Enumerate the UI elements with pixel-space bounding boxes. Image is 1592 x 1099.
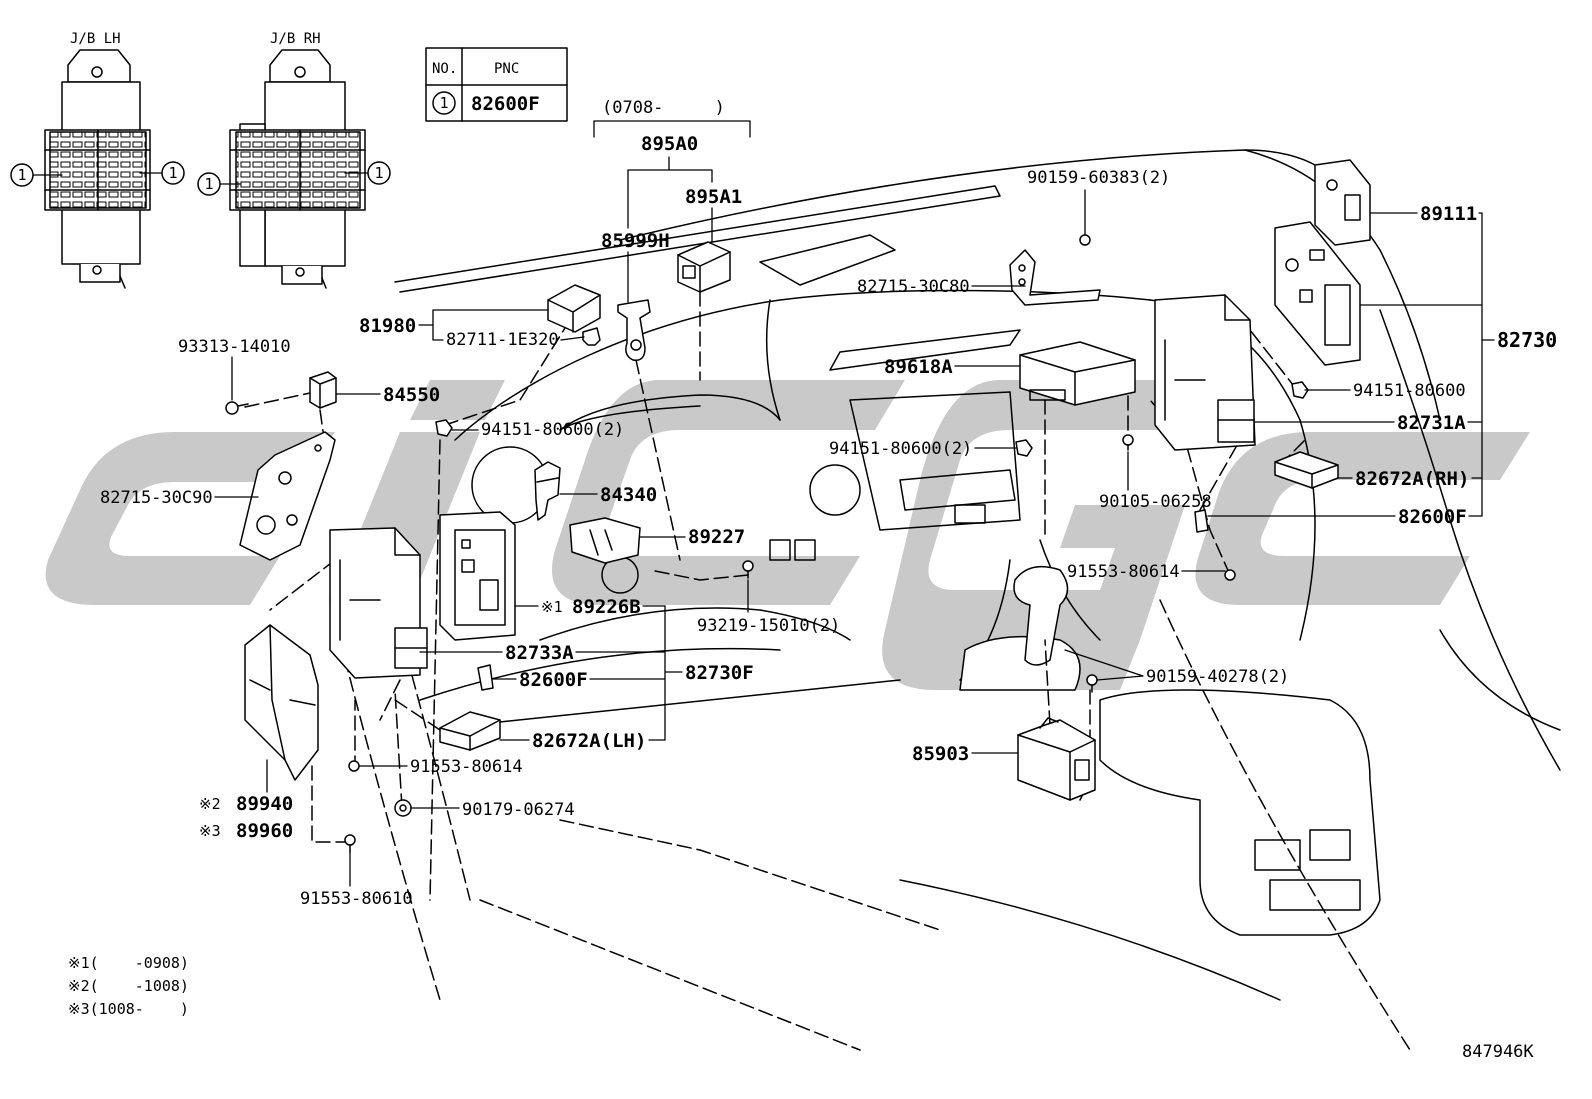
label-90105-06258: 90105-06258 xyxy=(1099,492,1212,512)
label-93219-15010: 93219-15010(2) xyxy=(697,616,840,636)
screw-91553-lh xyxy=(348,760,360,772)
screw-90159-60383 xyxy=(1079,234,1091,246)
footnote: ※1( -0908) xyxy=(68,954,189,972)
junction-box-lh xyxy=(44,49,151,289)
label-82731a: 82731A xyxy=(1397,412,1466,434)
footnote-mark-3: ※3 xyxy=(199,822,221,840)
label-89618a: 89618A xyxy=(884,356,953,378)
table-header-pnc: PNC xyxy=(494,61,519,77)
label-85999h: 85999H xyxy=(601,230,670,252)
part-84550 xyxy=(309,371,337,409)
label-89111: 89111 xyxy=(1420,203,1477,225)
footnote: ※2( -1008) xyxy=(68,977,189,995)
relay-81980 xyxy=(547,284,601,333)
callout-number: 1 xyxy=(17,166,26,184)
callout-circles xyxy=(10,161,391,196)
label-90179-06274: 90179-06274 xyxy=(462,800,575,820)
pnc-table xyxy=(425,47,568,122)
date-range: (0708- ) xyxy=(602,98,725,118)
relay-895a1 xyxy=(677,241,731,293)
ecu-89226b xyxy=(439,511,516,641)
label-82711-1e320: 82711-1E320 xyxy=(446,330,559,350)
label-84550: 84550 xyxy=(383,384,440,406)
label-91553-80614-rh: 91553-80614 xyxy=(1067,562,1180,582)
screw-91553-80610 xyxy=(344,834,356,853)
label-81980: 81980 xyxy=(359,315,416,337)
part-89227 xyxy=(569,517,641,564)
label-895a1: 895A1 xyxy=(685,186,742,208)
nut-94151-lh xyxy=(435,419,453,437)
clip-82600f-rh xyxy=(1194,509,1209,533)
callout-number: 1 xyxy=(168,164,177,182)
label-91553-80614-lh: 91553-80614 xyxy=(410,757,523,777)
label-82730: 82730 xyxy=(1497,328,1557,352)
bracket-82715-30c80 xyxy=(1009,249,1101,306)
label-90159-40278: 90159-40278(2) xyxy=(1146,667,1289,687)
bracket-82715-30c90 xyxy=(239,431,336,561)
label-82600f-lh: 82600F xyxy=(519,669,588,691)
junction-box-rh xyxy=(229,49,366,289)
diagram-labels: J/B LH J/B RH 1 1 1 1 NO. PNC 1 82600F (… xyxy=(17,31,1557,1062)
footnote: ※3(1008- ) xyxy=(68,1000,189,1018)
shift-lever xyxy=(959,565,1081,691)
label-82672a-rh: 82672A(RH) xyxy=(1355,468,1469,490)
label-84340: 84340 xyxy=(600,484,657,506)
table-header-no: NO. xyxy=(432,61,457,77)
table-cell-no: 1 xyxy=(439,94,448,112)
switch-84340 xyxy=(534,461,561,521)
drawing-number: 847946K xyxy=(1462,1042,1534,1062)
center-console xyxy=(1099,689,1381,936)
label-89227: 89227 xyxy=(688,526,745,548)
clip-90179 xyxy=(394,799,412,817)
label-82600f-rh: 82600F xyxy=(1398,506,1467,528)
label-90159-60383: 90159-60383(2) xyxy=(1027,168,1170,188)
leader-lines xyxy=(214,120,1495,887)
label-82733a: 82733A xyxy=(505,642,574,664)
part-89618a xyxy=(1019,341,1136,406)
ecu-82731a xyxy=(1154,294,1256,451)
bracket-89940 xyxy=(244,624,319,781)
label-82715-30c80: 82715-30C80 xyxy=(857,277,970,297)
label-94151-80600-center: 94151-80600(2) xyxy=(829,439,972,459)
label-85903: 85903 xyxy=(912,743,969,765)
label-94151-80600-lh: 94151-80600(2) xyxy=(481,420,624,440)
part-85903 xyxy=(1017,717,1096,801)
label-94151-80600-rh: 94151-80600 xyxy=(1353,381,1466,401)
bracket-85999h xyxy=(617,299,651,361)
jb-rh-label: J/B RH xyxy=(270,31,321,47)
jb-lh-label: J/B LH xyxy=(70,31,121,47)
callout-number: 1 xyxy=(204,175,213,193)
screw-93219 xyxy=(742,560,754,579)
label-89960: 89960 xyxy=(236,820,293,842)
footnote-mark-2: ※2 xyxy=(199,795,221,813)
tray-82672a-rh xyxy=(1274,451,1339,489)
callout-number: 1 xyxy=(374,164,383,182)
label-82730f: 82730F xyxy=(685,662,754,684)
clip-82600f-lh xyxy=(477,664,494,691)
board-82730 xyxy=(1274,221,1361,366)
screw-90105 xyxy=(1122,434,1134,451)
nut-94151-center xyxy=(1015,439,1033,457)
label-895a0: 895A0 xyxy=(641,133,698,155)
table-cell-pnc: 82600F xyxy=(471,93,540,115)
label-82715-30c90: 82715-30C90 xyxy=(100,488,213,508)
label-91553-80610: 91553-80610 xyxy=(300,889,413,909)
tray-82672a-lh xyxy=(439,711,501,751)
nut-94151-rh xyxy=(1291,381,1309,399)
label-93313-14010: 93313-14010 xyxy=(178,337,291,357)
label-82672a-lh: 82672A(LH) xyxy=(532,730,646,752)
ecu-82733a xyxy=(329,527,428,679)
label-89226b: 89226B xyxy=(572,596,641,618)
footnote-mark-1: ※1 xyxy=(541,598,563,616)
label-89940: 89940 xyxy=(236,793,293,815)
clip-82711 xyxy=(582,327,601,346)
screw-93313 xyxy=(225,401,249,415)
dashboard-outline xyxy=(394,149,1561,1001)
board-89111 xyxy=(1314,159,1371,246)
screw-91553-rh xyxy=(1224,569,1236,581)
